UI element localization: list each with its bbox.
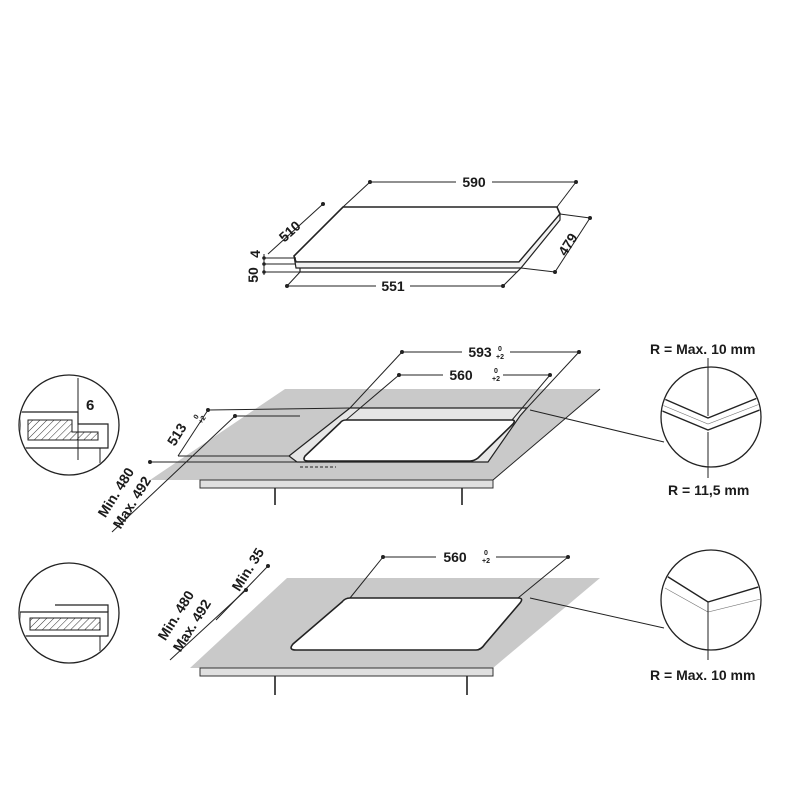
hob-dimensions: 590 510 4 50 479 551	[245, 172, 592, 295]
rebate-depth-value: 6	[86, 397, 94, 414]
tol-upper: 0	[193, 414, 201, 421]
radius-detail-circle-top: R = Max. 10 mm R = 11,5 mm	[529, 341, 762, 498]
surface-detail-circle	[18, 562, 120, 664]
tol-upper: 0	[498, 346, 502, 353]
hob-top-surface	[293, 206, 561, 263]
rebate-detail-circle: 6	[18, 374, 120, 476]
tol-upper: 0	[494, 368, 498, 375]
cutout-outer-width-label: 593	[468, 344, 492, 360]
hob-thickness-label: 4	[247, 250, 263, 258]
cutout-inner-width-label: 560	[449, 367, 473, 383]
tol-lower: +2	[492, 376, 500, 383]
flush-installation: 593 0 +2 560 0 +2 513 0 +2 Min. 480 Max.…	[18, 341, 762, 533]
surface-installation: 560 0 +2 Min. 35 Min. 480 Max. 492	[18, 545, 762, 695]
radius-max-label-top: R = Max. 10 mm	[650, 341, 755, 357]
tol-lower: +2	[198, 415, 208, 426]
countertop-bottom-edge	[199, 667, 494, 677]
hob-body	[299, 267, 522, 273]
tol-lower: +2	[482, 558, 490, 565]
radius-detail-circle-bottom: R = Max. 10 mm	[529, 549, 762, 683]
cutout-opening	[303, 419, 516, 462]
hob-height-label: 50	[245, 267, 261, 283]
tol-lower: +2	[496, 354, 504, 361]
hob-depth-label: 510	[276, 217, 304, 245]
bottom-width-label: 560	[443, 549, 467, 565]
hob-glass-edge	[293, 212, 561, 269]
countertop-front-edge	[199, 479, 494, 489]
tol-upper: 0	[484, 550, 488, 557]
radius-value-label: R = 11,5 mm	[668, 482, 749, 498]
radius-max-label-bottom: R = Max. 10 mm	[650, 667, 755, 683]
hob-inner-width-label: 551	[381, 278, 405, 294]
hob-width-label: 590	[462, 174, 486, 190]
hob-inner-depth-label: 479	[555, 230, 581, 258]
cutout-opening-bottom	[290, 597, 523, 651]
